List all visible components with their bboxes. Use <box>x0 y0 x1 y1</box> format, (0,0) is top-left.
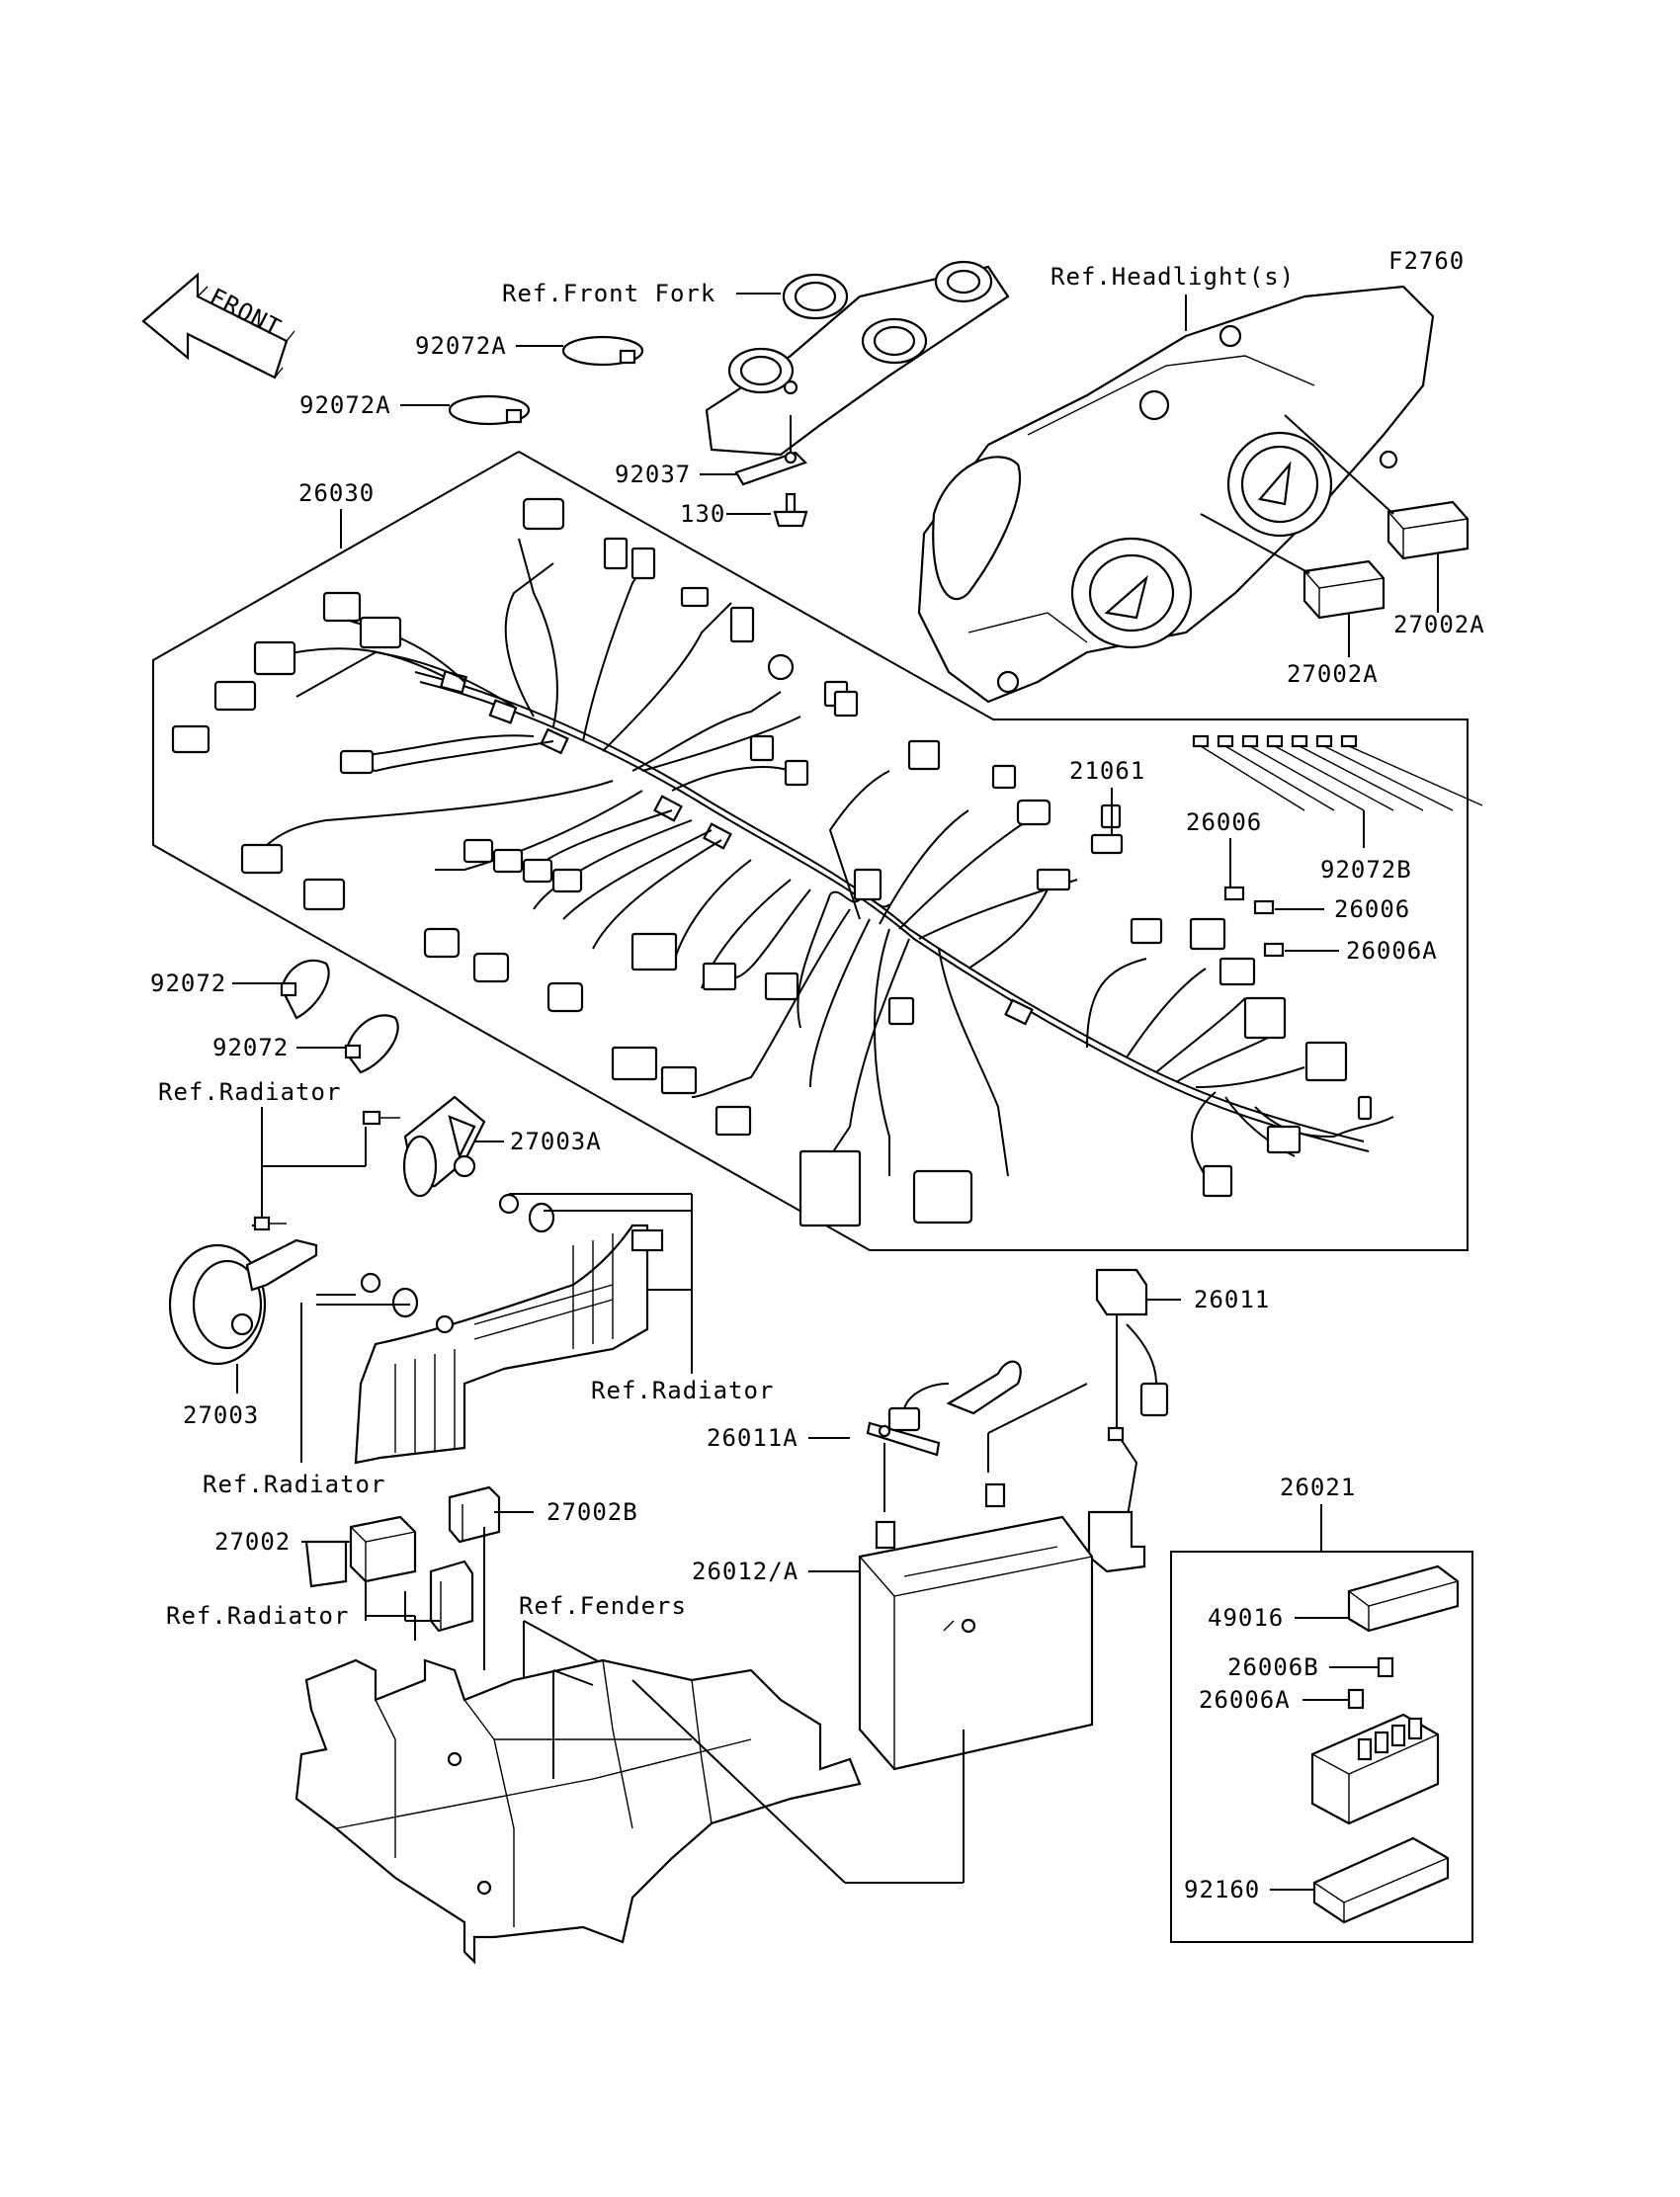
label-ref-fenders: Ref.Fenders <box>519 1592 687 1620</box>
label-ref-front-fork: Ref.Front Fork <box>502 280 715 307</box>
label-92160: 92160 <box>1184 1876 1260 1903</box>
label-ref-radiator-middle: Ref.Radiator <box>203 1471 385 1498</box>
label-92072B: 92072B <box>1320 856 1412 884</box>
bolt-radiator-bottom <box>253 1216 287 1231</box>
label-ref-headlights: Ref.Headlight(s) <box>1050 263 1295 291</box>
cable-clamp-92072A-bottom <box>448 394 531 426</box>
part-26011 <box>1087 1268 1169 1573</box>
fuse-26006-top <box>1223 886 1245 901</box>
label-26030: 26030 <box>298 479 375 507</box>
headlight-assembly <box>917 285 1435 704</box>
label-92072-top: 92072 <box>150 970 226 997</box>
label-26021: 26021 <box>1280 1474 1356 1501</box>
fuse-26006A-box <box>1347 1688 1365 1710</box>
radiator <box>354 1224 664 1465</box>
cable-tie-92072-bottom <box>344 1014 399 1074</box>
harness-connectors <box>171 497 1373 1227</box>
label-26012A: 26012/A <box>692 1558 798 1585</box>
front-fork-clamp <box>705 260 1010 457</box>
relay-27002A-left <box>1302 559 1386 620</box>
figure-code: F2760 <box>1388 247 1465 275</box>
label-92037: 92037 <box>615 461 691 488</box>
main-wiring-harness <box>246 538 1394 1177</box>
label-26006A-box: 26006A <box>1199 1686 1291 1714</box>
bolt-radiator-top <box>362 1110 400 1126</box>
relay-27002 <box>304 1515 417 1588</box>
label-92072-bottom: 92072 <box>212 1034 289 1061</box>
horn-27003 <box>168 1238 318 1366</box>
fuse-box-cover-49016 <box>1347 1564 1460 1633</box>
label-26011A: 26011A <box>707 1424 798 1452</box>
fuse-box-lower-cover-92160 <box>1312 1836 1450 1924</box>
front-arrow-icon: FRONT <box>141 272 295 380</box>
label-92072A-top: 92072A <box>415 332 507 360</box>
battery-tray-fender <box>294 1658 862 1965</box>
harness-frame <box>152 451 1469 1251</box>
label-130: 130 <box>680 500 725 528</box>
label-26006A: 26006A <box>1346 937 1438 965</box>
fuse-26006A <box>1263 942 1285 958</box>
bolt-130 <box>773 492 808 528</box>
label-27002A-right: 27002A <box>1393 611 1485 638</box>
label-26006-top: 26006 <box>1186 808 1262 836</box>
label-26006B: 26006B <box>1227 1653 1319 1681</box>
fuse-26006 <box>1253 899 1275 915</box>
label-49016: 49016 <box>1208 1604 1284 1632</box>
label-27003: 27003 <box>183 1401 259 1429</box>
label-21061: 21061 <box>1069 757 1145 785</box>
radiator-grommets <box>360 1193 555 1318</box>
cable-ties-92072B <box>1192 734 1483 811</box>
label-ref-radiator-top: Ref.Radiator <box>158 1078 341 1106</box>
label-27002A-left: 27002A <box>1287 660 1379 688</box>
fuse-box-body <box>1310 1713 1440 1825</box>
label-ref-radiator-bottom: Ref.Radiator <box>166 1602 349 1630</box>
relay-27002A-right <box>1386 500 1470 560</box>
battery-cable-26011A <box>866 1360 1022 1457</box>
bracket-92037 <box>734 451 808 486</box>
label-27003A: 27003A <box>510 1128 602 1155</box>
label-92072A-bottom: 92072A <box>299 391 391 419</box>
horn-27003A <box>402 1095 486 1198</box>
cable-tie-92072-top <box>280 959 330 1020</box>
label-26006: 26006 <box>1334 895 1410 923</box>
part-21061 <box>1090 833 1124 855</box>
battery-26012A <box>858 1482 1094 1771</box>
relay-27002B <box>448 1485 501 1544</box>
label-26011: 26011 <box>1194 1286 1270 1313</box>
label-ref-radiator-right: Ref.Radiator <box>591 1377 774 1404</box>
label-27002: 27002 <box>214 1528 291 1556</box>
fuse-26006B <box>1377 1656 1394 1678</box>
label-27002B: 27002B <box>546 1498 638 1526</box>
cable-clamp-92072A-top <box>561 335 644 367</box>
fuse-box-frame <box>1170 1551 1473 1943</box>
